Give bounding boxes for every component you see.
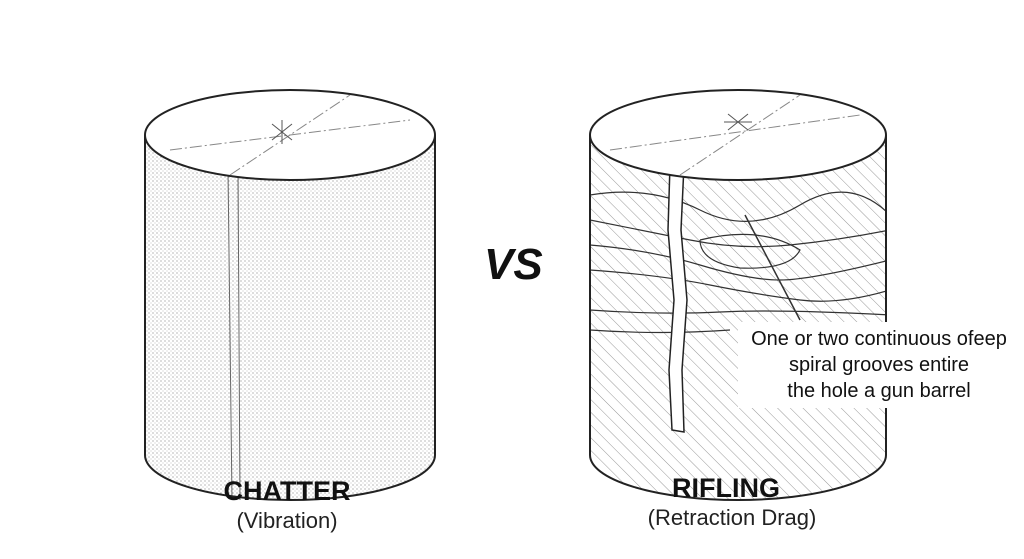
callout-line: One or two continuous ofeep (751, 328, 1007, 350)
rifling-subtitle: (Retraction Drag) (647, 505, 817, 530)
callout-line: the hole a gun barrel (787, 380, 971, 402)
vs-label: VS (484, 240, 543, 289)
chatter-cylinder: document.currentScript.insertAdjacentHTM… (144, 89, 436, 501)
chatter-title: CHATTER (223, 476, 351, 506)
chatter-subtitle: (Vibration) (236, 508, 338, 533)
rifling-cylinder (589, 89, 887, 501)
rifling-title: RIFLING (672, 473, 780, 503)
callout-line: spiral grooves entire (788, 354, 970, 376)
rifling-callout: One or two continuous ofeep spiral groov… (738, 322, 1020, 408)
